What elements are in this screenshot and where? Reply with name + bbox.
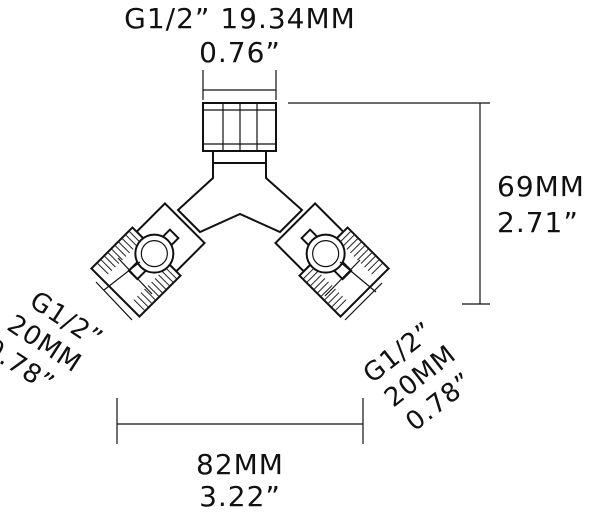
left-ext-b xyxy=(117,257,153,295)
top-thread-label: G1/2” 19.34MM xyxy=(124,2,356,35)
height-mm-label: 69MM xyxy=(497,170,585,203)
right-outlet-labels: G1/2” 20MM 0.78” xyxy=(358,316,479,437)
right-ext-a xyxy=(344,282,383,321)
top-neck xyxy=(212,150,267,164)
right-valve-arm xyxy=(274,202,391,319)
left-outlet-labels: G1/2” 20MM 0.78” xyxy=(0,286,108,400)
height-inch-label: 2.71” xyxy=(497,206,579,239)
left-outlet-dim-line xyxy=(103,261,141,291)
width-mm-label: 82MM xyxy=(196,448,284,481)
width-inch-label: 3.22” xyxy=(199,480,281,513)
left-ext-a xyxy=(95,281,133,321)
top-inch-label: 0.76” xyxy=(199,36,281,69)
right-outlet-dim-line xyxy=(339,261,377,293)
left-valve-arm xyxy=(89,202,206,319)
top-hex-nut xyxy=(202,102,277,152)
right-ext-b xyxy=(324,259,361,297)
y-body xyxy=(176,162,304,234)
